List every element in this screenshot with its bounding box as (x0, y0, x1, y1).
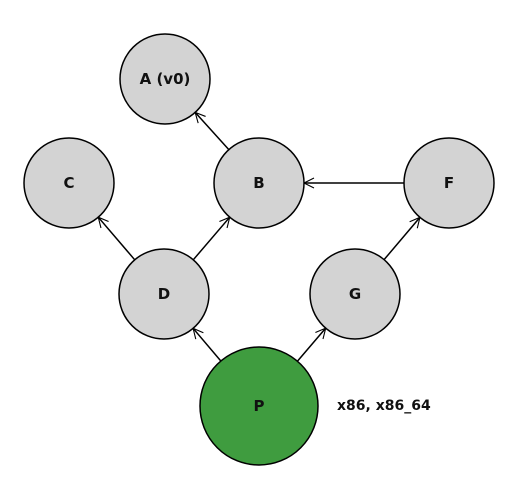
edge-p-to-g (296, 328, 325, 362)
node-f[interactable]: F (403, 137, 495, 229)
node-f-label: F (444, 174, 454, 192)
node-c-circle (23, 137, 115, 229)
edge-g-to-f (383, 217, 420, 261)
node-g-label: G (349, 285, 361, 303)
node-a-circle (119, 33, 211, 125)
node-p[interactable]: P (199, 346, 319, 466)
edge-b-to-a (195, 112, 230, 151)
node-c[interactable]: C (23, 137, 115, 229)
node-d-circle (118, 248, 210, 340)
node-b-circle (213, 137, 305, 229)
node-b[interactable]: B (213, 137, 305, 229)
node-g[interactable]: G (309, 248, 401, 340)
node-g-circle (309, 248, 401, 340)
node-a[interactable]: A (v0) (119, 33, 211, 125)
edge-p-to-d (193, 328, 222, 362)
node-a-label: A (v0) (140, 70, 191, 88)
node-p-circle (199, 346, 319, 466)
edges (98, 112, 420, 362)
node-p-annotation: x86, x86_64 (337, 398, 431, 414)
node-d[interactable]: D (118, 248, 210, 340)
edge-d-to-c (98, 217, 136, 261)
node-b-label: B (253, 174, 264, 192)
node-d-label: D (158, 285, 170, 303)
edge-d-to-b (192, 217, 229, 261)
node-c-label: C (63, 174, 74, 192)
node-p-label: P (254, 397, 265, 415)
node-f-circle (403, 137, 495, 229)
